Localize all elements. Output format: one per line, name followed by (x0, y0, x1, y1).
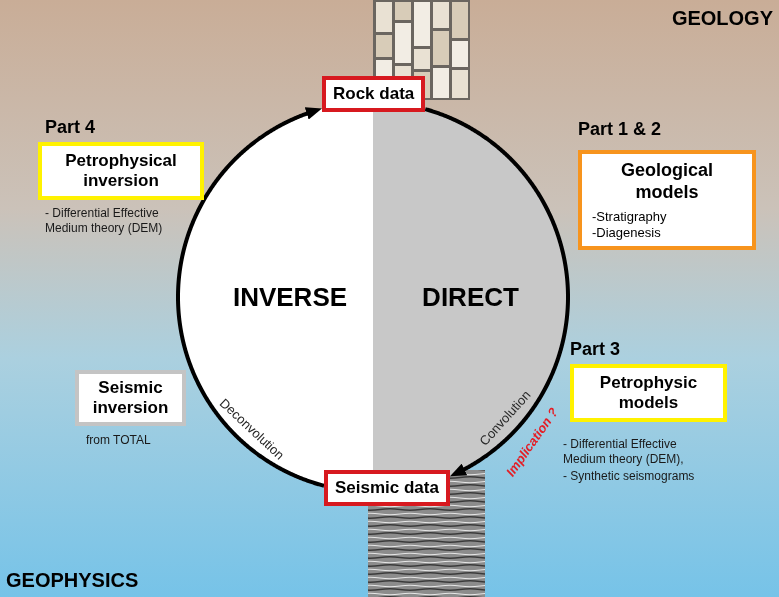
part-heading: Part 3 (570, 338, 727, 360)
box-body: -Stratigraphy (590, 209, 744, 225)
box-title: Petrophysical inversion (50, 151, 192, 191)
box-title: Rock data (333, 84, 414, 104)
box-frame: Petrophysic models (570, 364, 727, 422)
rock-data-box: Rock data (322, 76, 425, 112)
source-note-holder: from TOTAL (86, 433, 151, 448)
domain-label-holder: GEOPHYSICS (6, 568, 138, 592)
half-label: INVERSE (233, 282, 347, 312)
half-label: DIRECT (422, 282, 519, 312)
part-heading: Part 1 & 2 (578, 118, 756, 140)
domain-label-holder: GEOLOGY (672, 6, 773, 30)
box-frame: Petrophysical inversion (38, 142, 204, 200)
inverse-half-fill (178, 102, 373, 492)
box-title: Seismic data (335, 478, 439, 498)
half-disc-fill (373, 102, 568, 492)
box-body: -Diagenesis (590, 225, 744, 241)
direct-half-fill (373, 102, 568, 492)
method-note: - Differential Effective Medium theory (… (563, 437, 713, 467)
method-note: - Differential Effective Medium theory (… (45, 206, 185, 236)
part-3-box: Part 3 Petrophysic models (570, 338, 727, 422)
part-heading: Part 4 (45, 116, 204, 138)
method-note: - Synthetic seismograms (563, 469, 723, 484)
method-note-holder: - Differential Effective Medium theory (… (45, 206, 185, 236)
part-4-box: Part 4 Petrophysical inversion (38, 116, 204, 200)
half-disc-fill (178, 102, 373, 492)
source-note: from TOTAL (86, 433, 151, 448)
box-title: Petrophysic models (582, 373, 715, 413)
domain-label: GEOLOGY (672, 6, 773, 30)
seismic-inversion-box: Seismic inversion (75, 370, 186, 426)
box-frame: Geological models -Stratigraphy-Diagenesi… (578, 150, 756, 250)
method-note-holder: - Synthetic seismograms (563, 469, 723, 484)
part-1-2-box: Part 1 & 2 Geological models -Stratigraphy… (578, 118, 756, 250)
box-title: Seismic inversion (86, 378, 175, 418)
domain-label: GEOPHYSICS (6, 568, 138, 592)
method-note-holder: - Differential Effective Medium theory (… (563, 437, 713, 467)
seismic-data-box: Seismic data (324, 470, 450, 506)
box-title: Geological models (602, 159, 732, 203)
inverse-half: INVERSE (178, 102, 373, 492)
